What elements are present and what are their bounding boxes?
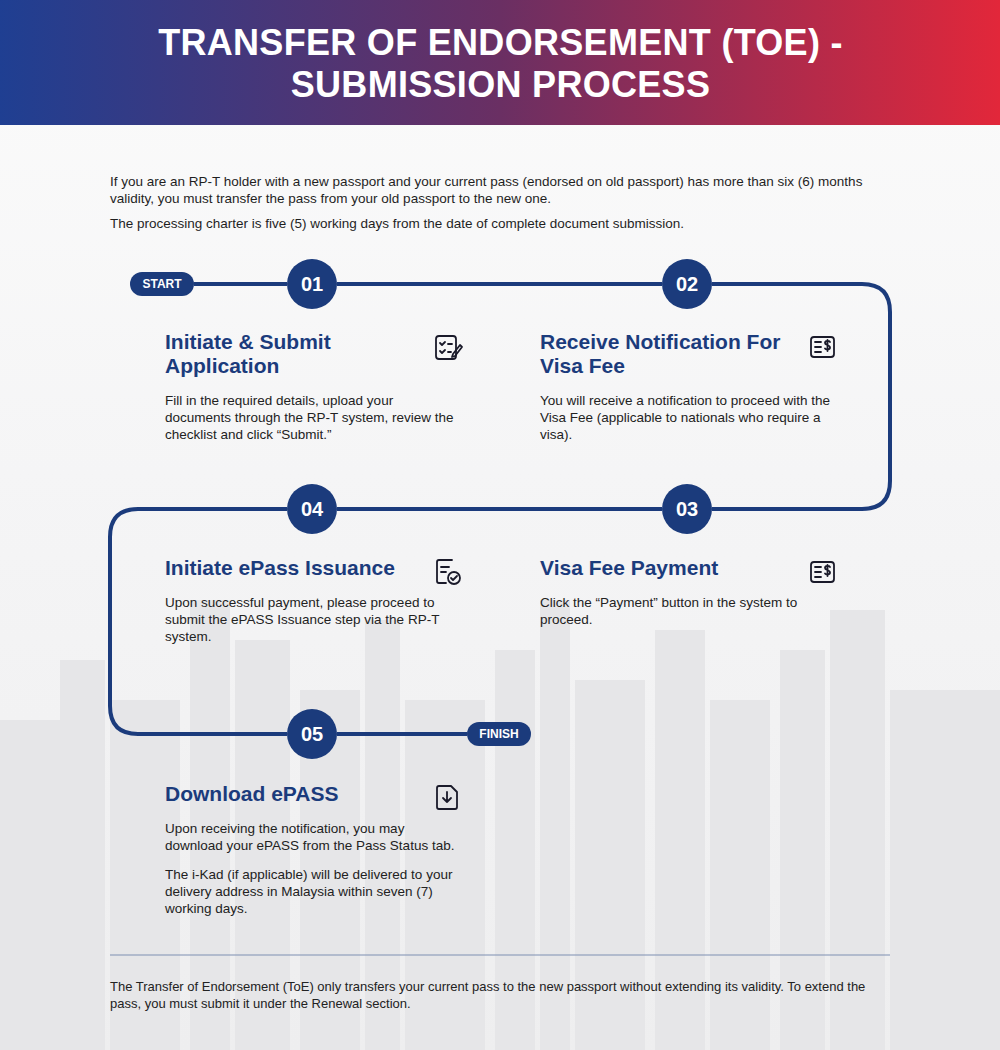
step-number-circle: 02 xyxy=(662,259,712,309)
fee-icon xyxy=(811,337,834,357)
header-band xyxy=(0,0,1000,125)
text-group: Download ePASS Upon receiving the notific… xyxy=(165,782,457,929)
document-check-icon xyxy=(437,560,460,584)
download-icon xyxy=(437,786,457,809)
step-heading: Initiate ePass Issuance xyxy=(165,556,427,580)
node-label: 05 xyxy=(301,723,323,746)
page-title: TRANSFER OF ENDORSEMENT (TOE) - SUBMISSI… xyxy=(99,22,902,106)
step-number-circle: 01 xyxy=(287,259,337,309)
flow-connector xyxy=(337,507,662,511)
flow-connector xyxy=(194,282,287,286)
node-label: 03 xyxy=(676,498,698,521)
step-heading: Visa Fee Payment xyxy=(540,556,802,580)
city-skyline xyxy=(0,600,1000,1050)
start-pill: START xyxy=(130,272,194,296)
step-heading: Initiate & Submit Application xyxy=(165,330,427,378)
intro-text: If you are an RP-T holder with a new pas… xyxy=(110,173,890,207)
text-group: The Transfer of Endorsement (ToE) only t… xyxy=(110,978,900,1024)
step-heading: Receive Notification For Visa Fee xyxy=(540,330,802,378)
flow-connector xyxy=(337,732,467,736)
text-group: Receive Notification For Visa FeeYou wil… xyxy=(540,330,832,455)
step-number-circle: 03 xyxy=(662,484,712,534)
separator-line xyxy=(110,954,890,955)
text-group: If you are an RP-T holder with a new pas… xyxy=(110,173,890,219)
text-group: Visa Fee PaymentClick the “Payment” butt… xyxy=(540,556,832,640)
step-body: Upon successful payment, please proceed … xyxy=(165,594,457,645)
text-group: Initiate & Submit ApplicationFill in the… xyxy=(165,330,457,455)
step-body: You will receive a notification to proce… xyxy=(540,392,832,443)
node-label: 04 xyxy=(301,498,323,521)
step-number-circle: 05 xyxy=(287,709,337,759)
node-label: 01 xyxy=(301,273,323,296)
finish-pill: FINISH xyxy=(467,722,531,746)
footer-note: The Transfer of Endorsement (ToE) only t… xyxy=(110,978,900,1012)
node-label: 02 xyxy=(676,273,698,296)
checklist-icon xyxy=(436,336,462,359)
node-label: FINISH xyxy=(479,727,518,741)
step-body: The i-Kad (if applicable) will be delive… xyxy=(165,866,457,917)
step-body: Click the “Payment” button in the system… xyxy=(540,594,832,628)
flow-connector xyxy=(337,282,662,286)
text-group: The processing charter is five (5) worki… xyxy=(110,215,890,244)
intro-text: The processing charter is five (5) worki… xyxy=(110,215,890,232)
step-body: Fill in the required details, upload you… xyxy=(165,392,457,443)
text-group: Initiate ePass IssuanceUpon successful p… xyxy=(165,556,457,657)
step-number-circle: 04 xyxy=(287,484,337,534)
fee-icon xyxy=(811,562,834,582)
step-body: Upon receiving the notification, you may… xyxy=(165,820,457,854)
node-label: START xyxy=(142,277,181,291)
step-heading: Download ePASS xyxy=(165,782,427,806)
